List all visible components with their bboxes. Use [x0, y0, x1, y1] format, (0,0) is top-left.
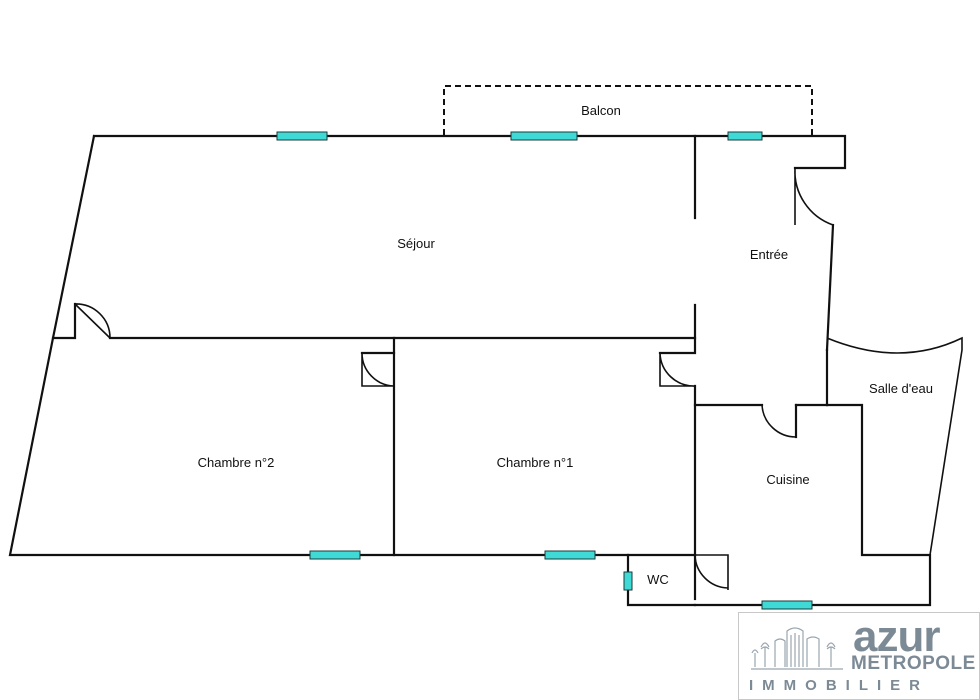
windows	[276, 131, 813, 610]
window-cuisine	[761, 600, 813, 610]
label-chambre1: Chambre n°1	[497, 455, 574, 470]
window-chambre2	[309, 550, 361, 560]
door-salle-deau	[826, 336, 963, 556]
door-chambre2	[74, 303, 111, 339]
window-chambre1	[544, 550, 596, 560]
label-entree: Entrée	[750, 247, 788, 262]
door-wc	[694, 554, 729, 590]
label-sejour: Séjour	[397, 236, 435, 251]
door-cuisine	[761, 404, 797, 438]
interior-walls	[51, 134, 829, 557]
building-emblem-icon	[751, 627, 843, 670]
window-sejour-balcon	[510, 131, 578, 141]
label-balcon: Balcon	[581, 103, 621, 118]
door-entrance	[794, 167, 834, 226]
label-salle-deau: Salle d'eau	[869, 381, 933, 396]
logo-azur: azur	[853, 612, 940, 661]
door-sejour-entree	[659, 352, 696, 387]
exterior-walls	[8, 134, 932, 607]
logo-immobilier: IMMOBILIER	[749, 677, 929, 694]
label-chambre2: Chambre n°2	[198, 455, 275, 470]
logo-metropole: METROPOLE	[851, 653, 976, 674]
label-cuisine: Cuisine	[766, 472, 809, 487]
window-wc	[623, 571, 633, 591]
door-chambre1	[361, 352, 395, 387]
window-sejour-left	[276, 131, 328, 141]
label-wc: WC	[647, 572, 669, 587]
balcony-outline	[443, 85, 813, 135]
window-entree	[727, 131, 763, 141]
agency-logo: azur METROPOLE IMMOBILIER	[738, 612, 980, 700]
doors	[74, 167, 963, 590]
